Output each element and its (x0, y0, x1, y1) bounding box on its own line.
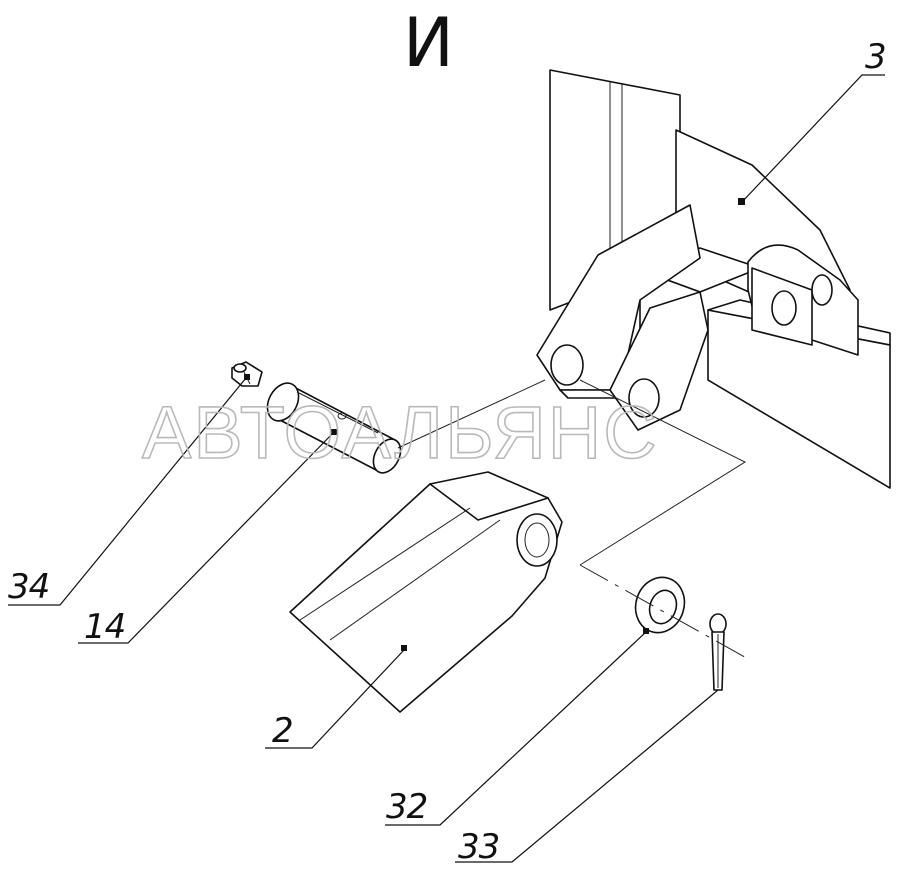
watermark: АВТОАЛЬЯНС (142, 391, 659, 474)
callout-2: 2 (272, 711, 293, 751)
assembly-axis-lines (397, 379, 751, 661)
part-32-washer (634, 576, 686, 634)
callout-33: 33 (458, 827, 499, 867)
callout-32: 32 (386, 787, 427, 827)
part-14-pin (266, 382, 402, 474)
part-34-grease-nipple (231, 361, 263, 387)
part-33-cotter-pin (709, 613, 727, 691)
part-3-frame (536, 69, 891, 489)
leader-lines (8, 74, 885, 863)
callout-3: 3 (865, 37, 886, 77)
callout-14: 14 (84, 607, 125, 647)
callout-34: 34 (8, 567, 49, 607)
part-2-arm (289, 471, 563, 713)
view-label: И (403, 4, 454, 83)
